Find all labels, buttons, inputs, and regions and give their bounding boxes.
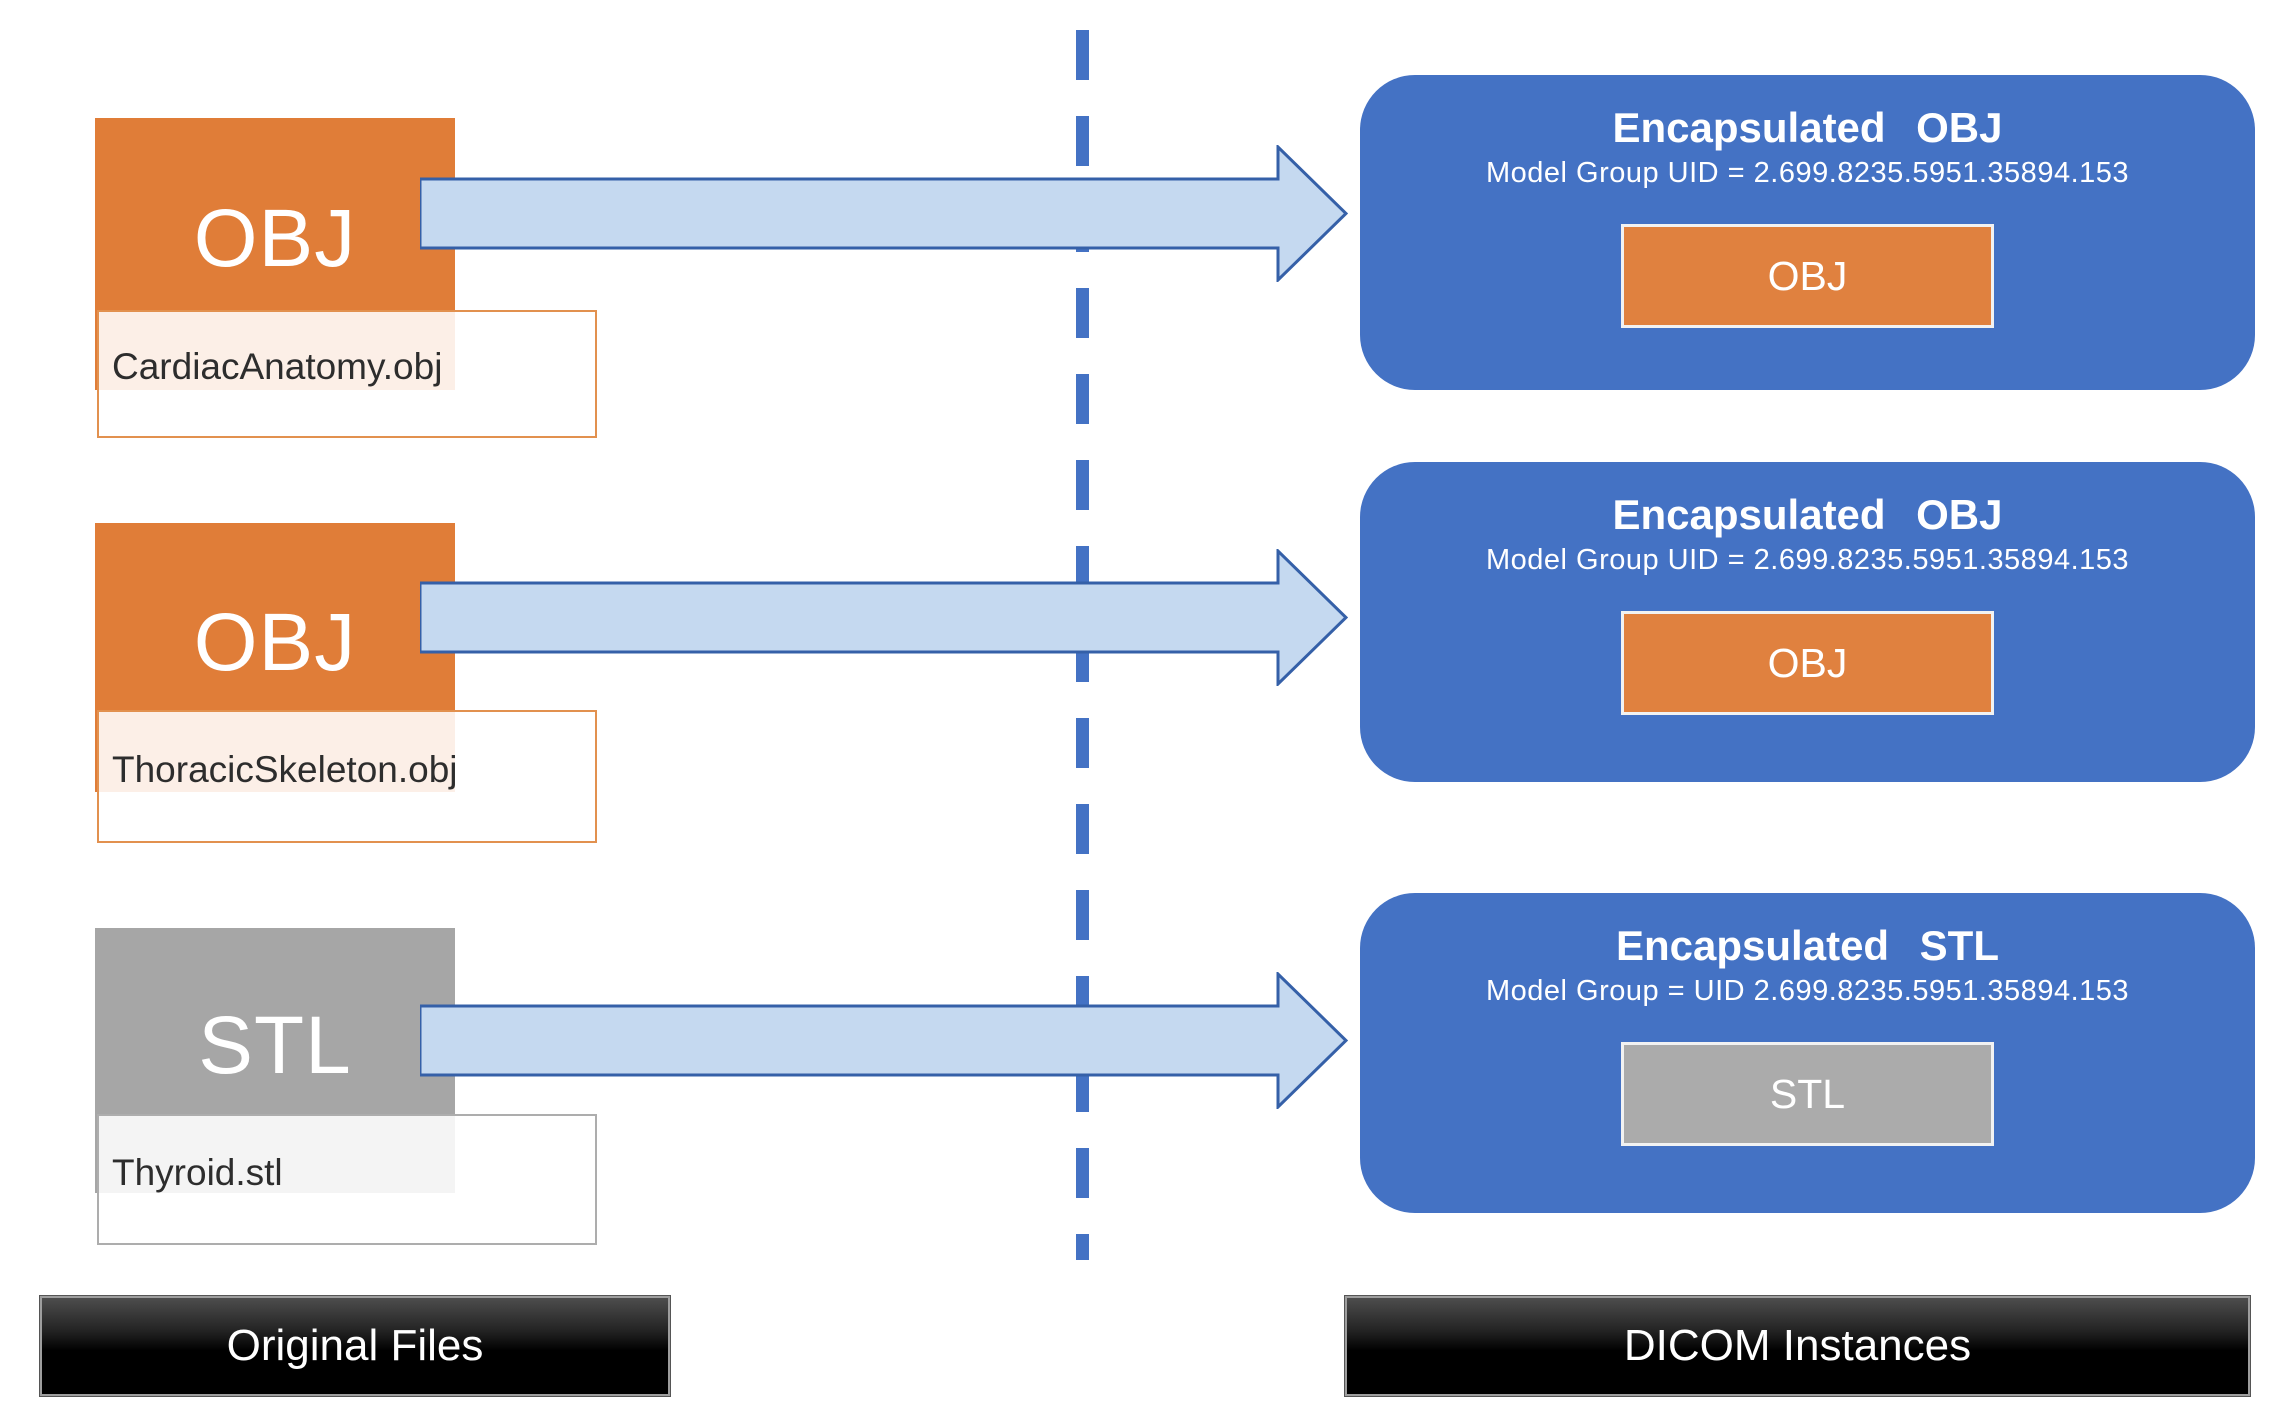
payload-label: OBJ: [1767, 639, 1848, 686]
filename-text: ThoracicSkeleton.obj: [112, 748, 458, 790]
file-icon-label: OBJ: [193, 193, 357, 284]
original-files-banner: Original Files: [39, 1295, 671, 1397]
payload-label: STL: [1769, 1070, 1846, 1117]
filename-text: CardiacAnatomy.obj: [112, 346, 443, 387]
card-title: Encapsulated OBJ: [1612, 104, 2003, 151]
dicom-card-3: Encapsulated STL Model Group = UID 2.699…: [1360, 893, 2255, 1213]
banner-label: DICOM Instances: [1623, 1321, 1972, 1370]
encapsulated-payload-box: STL: [1621, 1042, 1994, 1147]
payload-label: OBJ: [1767, 252, 1848, 299]
banner-label: Original Files: [226, 1321, 484, 1370]
filename-text: Thyroid.stl: [112, 1151, 283, 1193]
dicom-instances-banner: DICOM Instances: [1344, 1295, 2251, 1397]
file-icon-label: STL: [198, 999, 352, 1091]
right-arrow-3: [420, 972, 1348, 1109]
filename-box-1: CardiacAnatomy.obj: [97, 310, 597, 438]
card-uid-line: Model Group UID = 2.699.8235.5951.35894.…: [1485, 157, 2130, 190]
dicom-card-1: Encapsulated OBJ Model Group UID = 2.699…: [1360, 75, 2255, 390]
right-arrow-1: [420, 145, 1348, 282]
dicom-card-2: Encapsulated OBJ Model Group UID = 2.699…: [1360, 462, 2255, 782]
encapsulated-payload-box: OBJ: [1621, 224, 1994, 329]
card-uid-line: Model Group = UID 2.699.8235.5951.35894.…: [1485, 975, 2130, 1008]
filename-box-3: Thyroid.stl: [97, 1114, 597, 1245]
card-title: Encapsulated OBJ: [1612, 491, 2003, 538]
file-icon-label: OBJ: [193, 596, 357, 688]
card-title: Encapsulated STL: [1616, 922, 1999, 969]
encapsulated-payload-box: OBJ: [1621, 611, 1994, 716]
right-arrow-2: [420, 549, 1348, 686]
card-uid-line: Model Group UID = 2.699.8235.5951.35894.…: [1485, 544, 2130, 577]
filename-box-2: ThoracicSkeleton.obj: [97, 710, 597, 843]
